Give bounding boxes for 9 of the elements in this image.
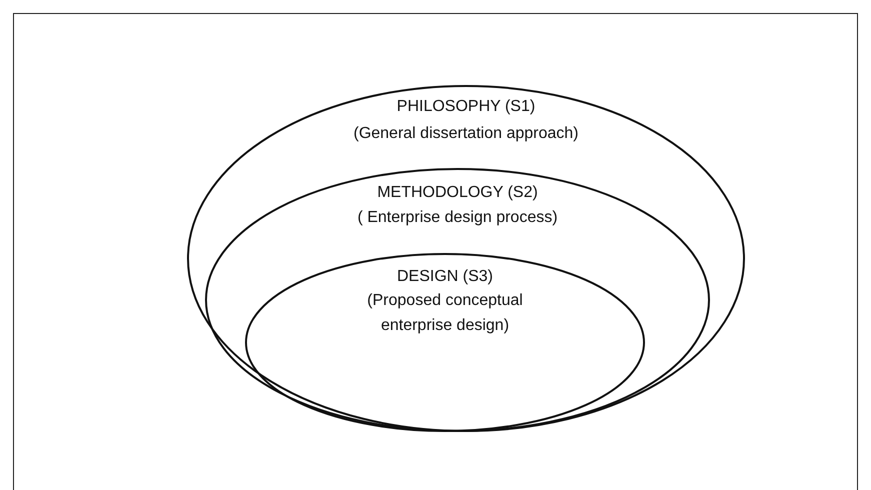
nested-ellipse — [245, 253, 645, 432]
nested-ellipse — [205, 168, 710, 432]
region-title: DESIGN (S3) — [396, 267, 493, 287]
region-description: (General dissertation approach) — [353, 124, 578, 144]
region-title: PHILOSOPHY (S1) — [396, 97, 536, 117]
region-description: ( Enterprise design process) — [357, 208, 558, 228]
region-title: METHODOLOGY (S2) — [377, 183, 538, 203]
nested-ellipse — [187, 85, 745, 432]
region-description: (Proposed conceptual enterprise design) — [366, 291, 524, 336]
